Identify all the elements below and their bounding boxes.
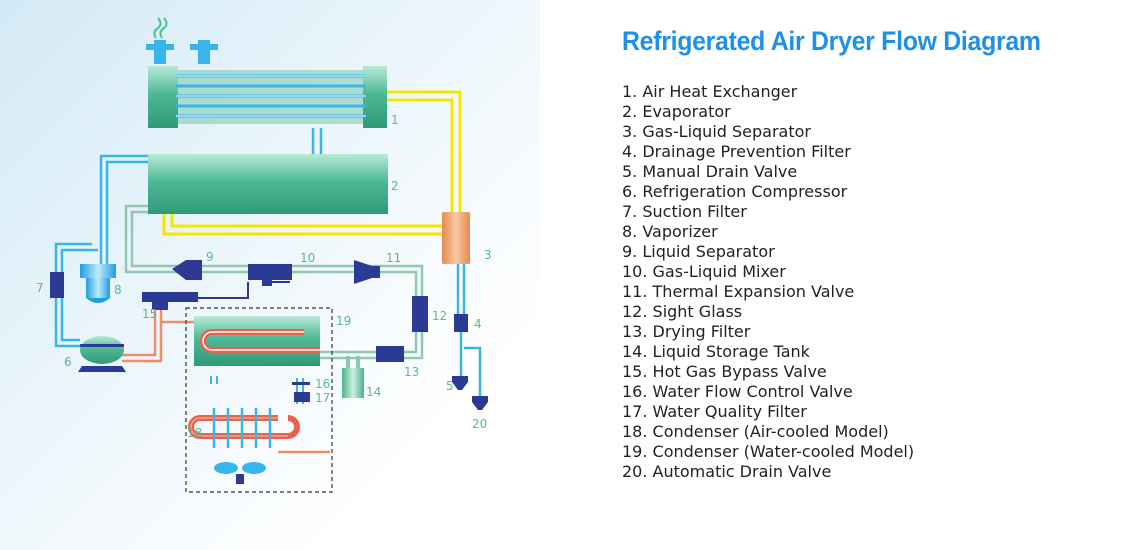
callout-8: 8	[114, 283, 122, 297]
callout-18: 18	[187, 426, 202, 440]
callout-2: 2	[391, 179, 399, 193]
air-cooled-condenser	[188, 408, 300, 484]
evaporator	[148, 154, 388, 214]
callout-9: 9	[206, 250, 214, 264]
vaporizer	[80, 264, 116, 303]
manual-drain-valve	[452, 376, 468, 390]
callout-11: 11	[386, 251, 401, 265]
legend-item: 18. Condenser (Air-cooled Model)	[622, 422, 889, 441]
callout-5: 5	[446, 379, 454, 393]
liquid-storage-tank	[342, 356, 364, 398]
callout-4: 4	[474, 317, 482, 331]
thermal-expansion-valve	[354, 260, 380, 284]
callout-10: 10	[300, 251, 315, 265]
legend-item: 10. Gas-Liquid Mixer	[622, 262, 786, 281]
orange-hot-gas-line	[122, 308, 330, 454]
legend-item: 16. Water Flow Control Valve	[622, 382, 853, 401]
legend-item: 15. Hot Gas Bypass Valve	[622, 362, 827, 381]
callout-7: 7	[36, 281, 44, 295]
callout-19: 19	[336, 314, 351, 328]
condenser-section-box	[185, 307, 333, 493]
callout-14: 14	[366, 385, 381, 399]
component-legend: 1. Air Heat Exchanger 2. Evaporator 3. G…	[622, 82, 914, 482]
legend-item: 3. Gas-Liquid Separator	[622, 122, 811, 141]
automatic-drain-valve	[472, 396, 488, 410]
callout-20: 20	[472, 417, 487, 431]
legend-item: 12. Sight Glass	[622, 302, 743, 321]
suction-filter	[50, 272, 64, 298]
sight-glass	[412, 296, 428, 332]
legend-item: 9. Liquid Separator	[622, 242, 775, 261]
callout-3: 3	[484, 248, 492, 262]
legend-item: 7. Suction Filter	[622, 202, 747, 221]
callout-15: 15	[142, 307, 157, 321]
callout-13: 13	[404, 365, 419, 379]
callout-17: 17	[315, 391, 330, 405]
callout-16: 16	[315, 377, 330, 391]
legend-item: 17. Water Quality Filter	[622, 402, 807, 421]
callout-6: 6	[64, 355, 72, 369]
flow-diagram: 1 2 3 4 5 6 7 8 9 10 11 12 13 14 15 16 1…	[36, 17, 492, 493]
gas-liquid-mixer	[248, 264, 292, 286]
callout-12: 12	[432, 309, 447, 323]
yellow-air-line	[162, 90, 462, 236]
legend-item: 1. Air Heat Exchanger	[622, 82, 798, 101]
legend-item: 6. Refrigeration Compressor	[622, 182, 848, 201]
callout-numbers: 1 2 3 4 5 6 7 8 9 10 11 12 13 14 15 16 1…	[36, 113, 492, 440]
water-cooled-condenser	[194, 316, 320, 384]
drainage-prevention-filter	[454, 314, 468, 332]
hot-gas-bypass-valve	[142, 292, 198, 310]
legend-item: 13. Drying Filter	[622, 322, 751, 341]
legend-item: 5. Manual Drain Valve	[622, 162, 798, 181]
legend-item: 14. Liquid Storage Tank	[622, 342, 810, 361]
air-heat-exchanger	[146, 17, 387, 128]
legend-item: 19. Condenser (Water-cooled Model)	[622, 442, 915, 461]
legend-item: 4. Drainage Prevention Filter	[622, 142, 851, 161]
liquid-separator	[172, 260, 202, 280]
legend-item: 8. Vaporizer	[622, 222, 718, 241]
water-flow-valves	[292, 378, 310, 404]
legend-item: 11. Thermal Expansion Valve	[622, 282, 855, 301]
page-title: Refrigerated Air Dryer Flow Diagram	[622, 26, 1041, 56]
dark-connector-lines	[198, 281, 290, 299]
blue-air-lines	[54, 128, 482, 396]
legend-item: 20. Automatic Drain Valve	[622, 462, 832, 481]
legend-item: 2. Evaporator	[622, 102, 731, 121]
refrigeration-compressor	[78, 336, 126, 372]
callout-1: 1	[391, 113, 399, 127]
gas-liquid-separator	[442, 212, 470, 264]
diagram-background: 1 2 3 4 5 6 7 8 9 10 11 12 13 14 15 16 1…	[0, 0, 540, 550]
drying-filter	[376, 346, 404, 362]
